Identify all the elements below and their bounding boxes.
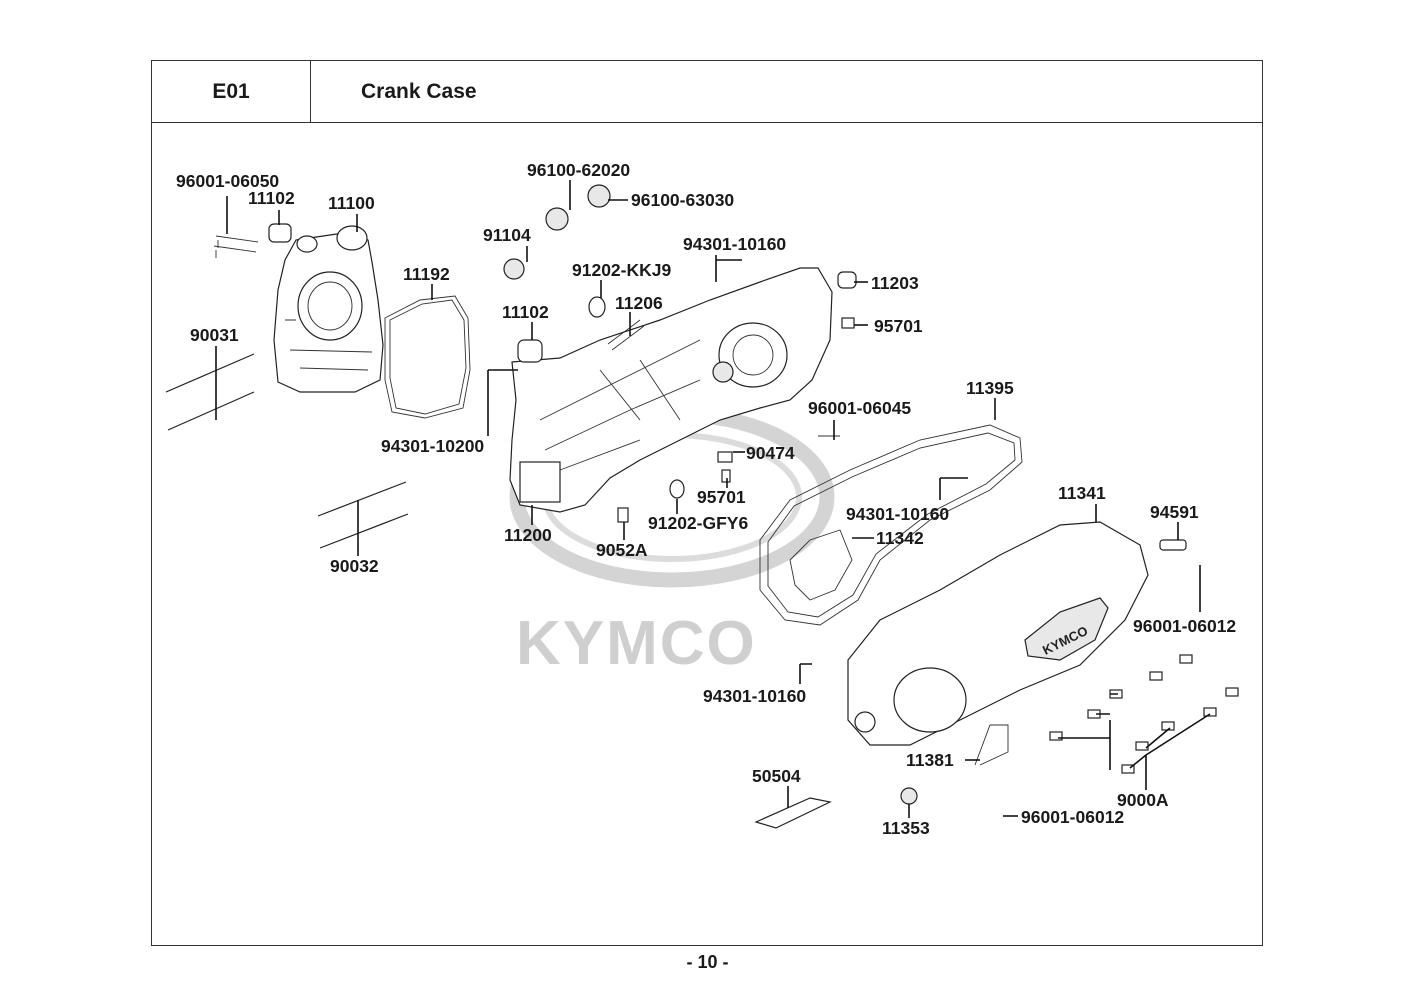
section-code: E01 xyxy=(152,61,311,122)
bearing-96100-62020 xyxy=(545,207,569,231)
label-95701-b: 95701 xyxy=(697,487,746,507)
label-11200: 11200 xyxy=(504,525,552,545)
gasket-11395 xyxy=(759,424,1023,626)
label-11102-b: 11102 xyxy=(502,302,549,322)
bearing-96100-63030 xyxy=(587,184,611,208)
bolt-95701-a xyxy=(841,317,855,329)
watermark-text: KYMCO xyxy=(516,609,757,678)
label-11206: 11206 xyxy=(615,293,663,313)
left-cover-11341: KYMCO xyxy=(847,521,1149,746)
bearing-91104 xyxy=(503,258,525,280)
label-95701-a: 95701 xyxy=(874,316,923,336)
label-90474: 90474 xyxy=(746,443,795,463)
bracket-11381 xyxy=(974,724,1009,766)
studs-90032 xyxy=(317,481,409,549)
leader-lines xyxy=(215,180,1211,818)
label-96001-06012-b: 96001-06012 xyxy=(1021,807,1124,827)
label-9052a: 9052A xyxy=(596,540,648,560)
label-91202-gfy6: 91202-GFY6 xyxy=(648,513,748,533)
label-11102-a: 11102 xyxy=(248,188,295,208)
cover-11342 xyxy=(789,529,853,601)
label-96100-63030: 96100-63030 xyxy=(631,190,734,210)
label-91104: 91104 xyxy=(483,225,531,245)
seal-91202-kkj9 xyxy=(588,296,606,318)
label-96001-06012-a: 96001-06012 xyxy=(1133,616,1236,636)
label-96001-06045: 96001-06045 xyxy=(808,398,911,418)
dowel-11102-b xyxy=(517,339,543,363)
label-94591: 94591 xyxy=(1150,502,1199,522)
dowel-11102-a xyxy=(268,223,292,243)
seal-91202-gfy6 xyxy=(669,479,685,499)
gasket-11192 xyxy=(384,295,471,419)
studs-96001-06050 xyxy=(213,235,259,258)
label-11381: 11381 xyxy=(906,750,954,770)
label-11353: 11353 xyxy=(882,818,930,838)
bushing-11203 xyxy=(837,271,857,289)
label-94301-10160-c: 94301-10160 xyxy=(703,686,806,706)
bolt-95701-b xyxy=(721,469,731,483)
header-row: E01 Crank Case xyxy=(152,61,1262,123)
label-90032: 90032 xyxy=(330,556,379,576)
label-90031: 90031 xyxy=(190,325,239,345)
diagram-frame: E01 Crank Case xyxy=(151,60,1263,946)
label-91202-kkj9: 91202-KKJ9 xyxy=(572,260,671,280)
grommet-90474 xyxy=(717,451,733,463)
page-number: - 10 - xyxy=(686,952,729,972)
label-11203: 11203 xyxy=(871,273,919,293)
left-crankcase-11100 xyxy=(273,225,384,393)
plate-50504 xyxy=(754,797,832,829)
label-94301-10160-b: 94301-10160 xyxy=(846,504,949,524)
right-crankcase-11200 xyxy=(509,267,833,513)
plug-9052a xyxy=(617,507,629,523)
label-50504: 50504 xyxy=(752,766,801,786)
label-11341: 11341 xyxy=(1058,483,1106,503)
label-11395: 11395 xyxy=(966,378,1014,398)
label-94301-10200: 94301-10200 xyxy=(381,436,484,456)
label-11100: 11100 xyxy=(328,193,375,213)
label-94301-10160-a: 94301-10160 xyxy=(683,234,786,254)
label-96001-06050: 96001-06050 xyxy=(176,171,279,191)
section-title: Crank Case xyxy=(361,79,477,103)
label-11342: 11342 xyxy=(876,528,924,548)
part-labels: 96001-06050 11102 11100 96100-62020 9610… xyxy=(176,160,1236,838)
label-96100-62020: 96100-62020 xyxy=(527,160,630,180)
filter-11353 xyxy=(900,787,918,805)
plate-11206 xyxy=(607,319,645,351)
pad-94591 xyxy=(1159,539,1187,551)
label-9000a: 9000A xyxy=(1117,790,1169,810)
label-11192: 11192 xyxy=(403,264,450,284)
studs-90031 xyxy=(165,353,255,431)
